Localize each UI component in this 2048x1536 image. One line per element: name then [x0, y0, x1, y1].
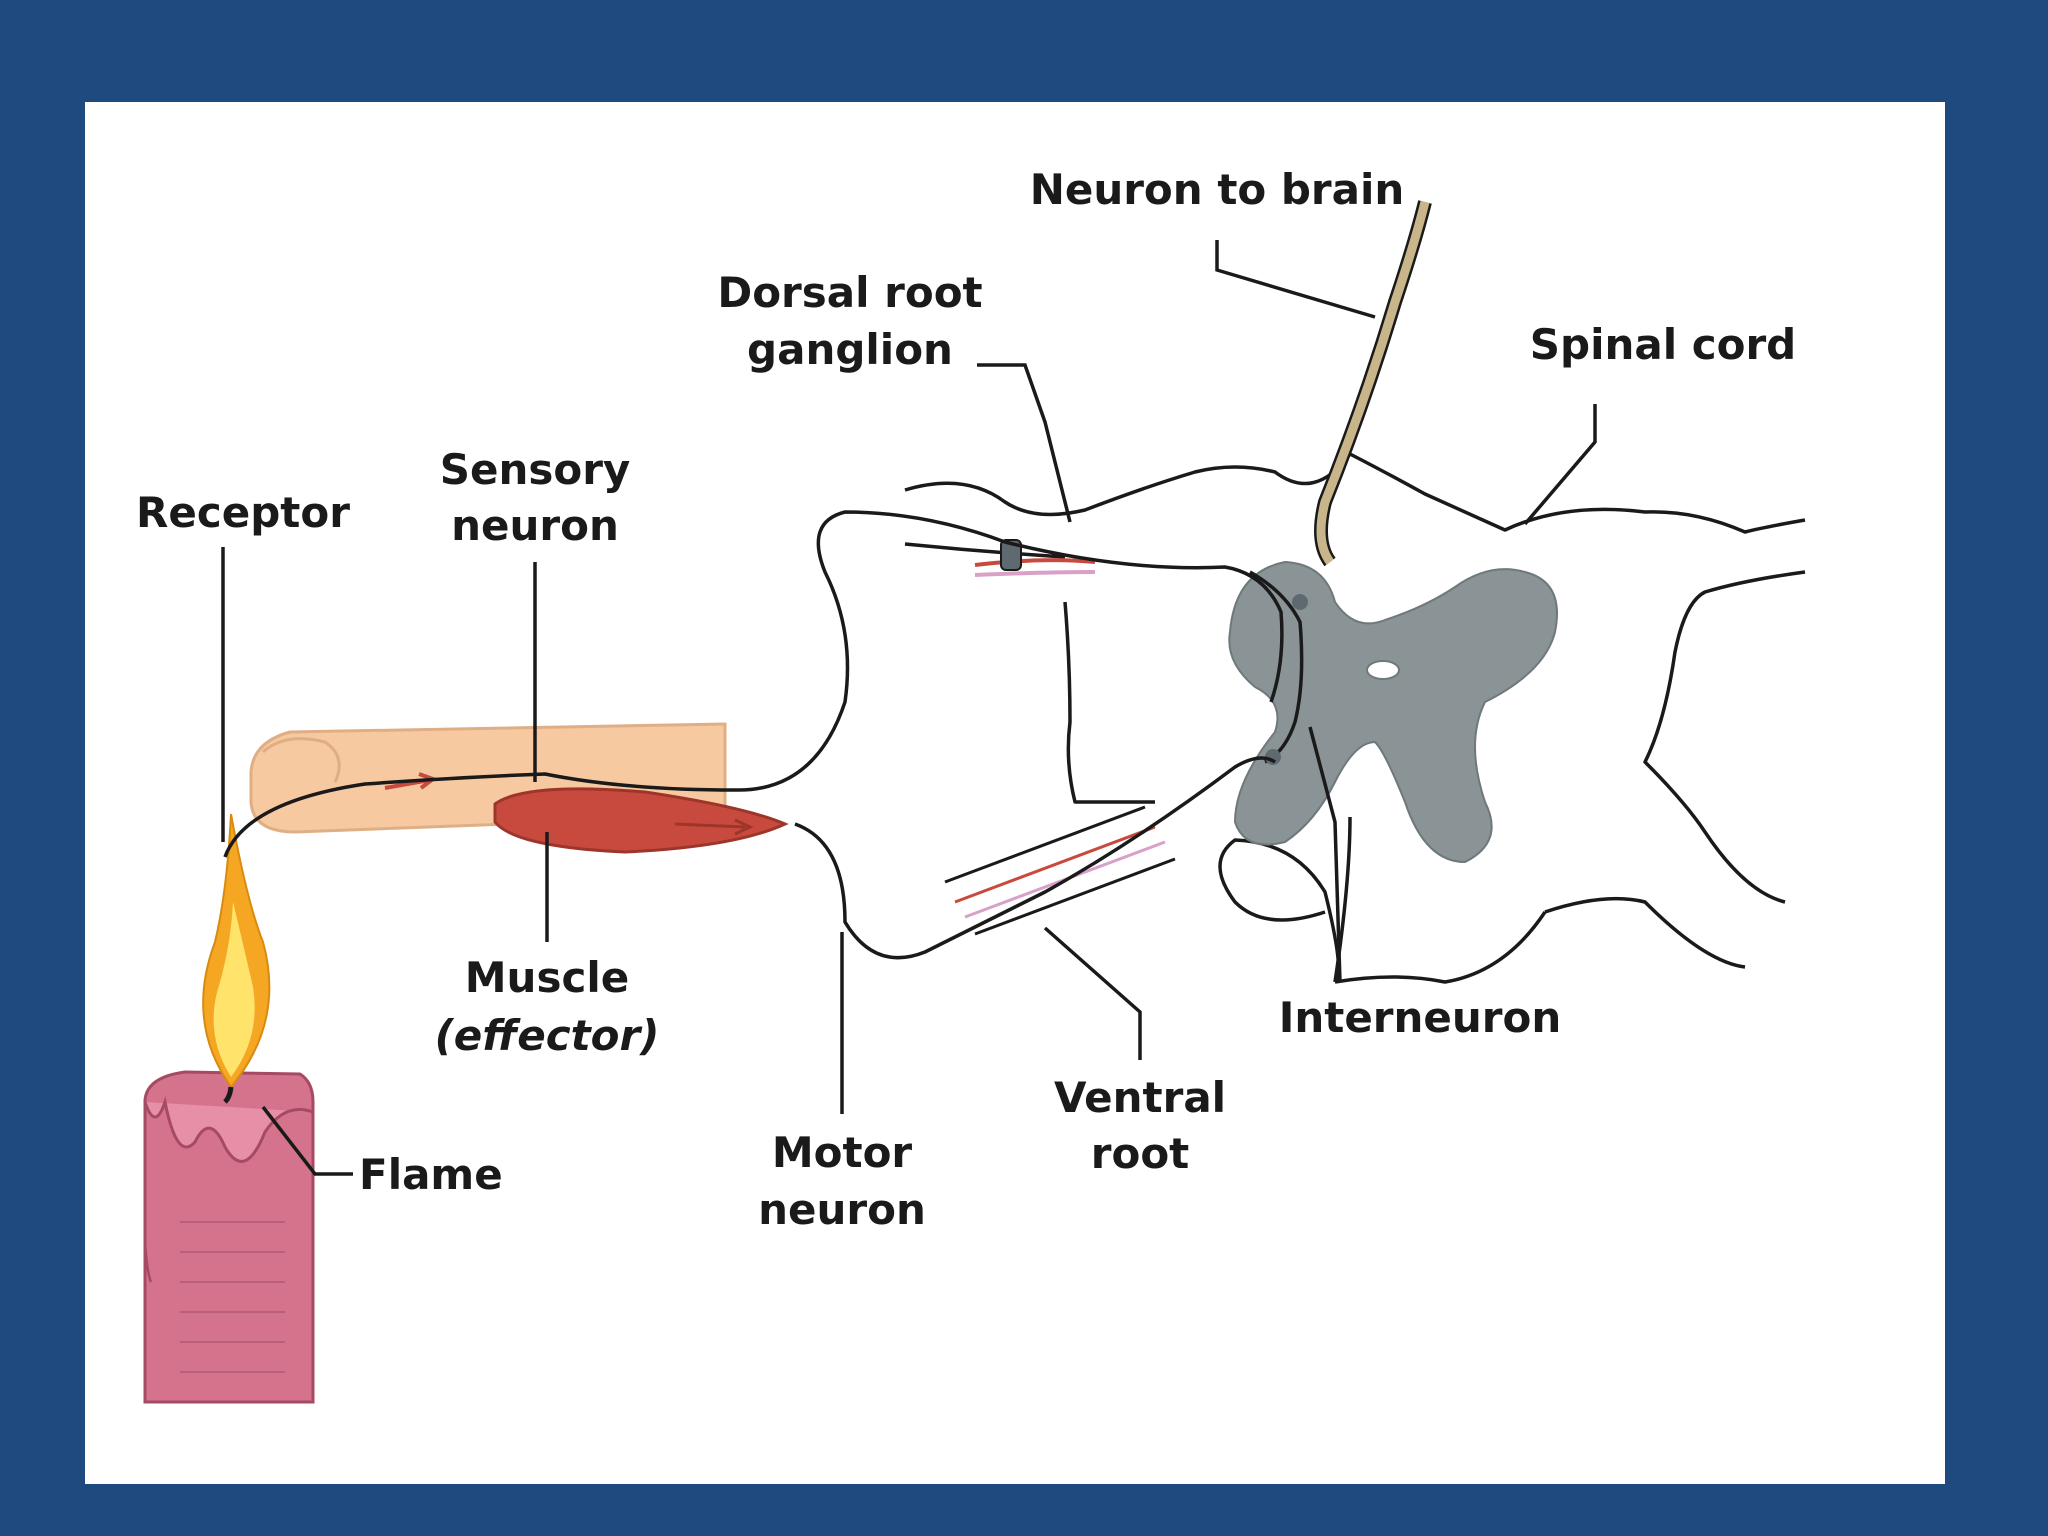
label-muscle-line1: Muscle — [465, 953, 629, 1002]
label-dorsal-root-line1: Dorsal root — [717, 268, 982, 317]
label-flame: Flame — [359, 1150, 503, 1199]
leader-ventral-root — [1043, 926, 1142, 1060]
motor-neuron-axon — [794, 756, 1276, 960]
leader-dorsal-root-ganglion — [977, 363, 1072, 523]
central-canal — [1366, 660, 1400, 680]
interneuron-path — [1249, 570, 1304, 764]
label-sensory-line2: neuron — [451, 501, 619, 550]
flame — [202, 813, 271, 1104]
label-muscle-line2: (effector) — [435, 1011, 660, 1060]
sensory-neuron-axon — [223, 510, 1284, 858]
muscle-arrow — [674, 818, 754, 836]
leader-flame — [261, 1105, 353, 1176]
label-sensory-line1: Sensory — [440, 445, 631, 494]
label-receptor: Receptor — [136, 488, 350, 537]
leader-neuron-to-brain — [1215, 240, 1376, 319]
label-spinal-cord: Spinal cord — [1530, 320, 1797, 369]
interneuron-synapse-2 — [1265, 749, 1281, 765]
label-neuron-to-brain: Neuron to brain — [1030, 165, 1405, 214]
ventral-root — [944, 805, 1176, 936]
dorsal-root — [974, 539, 1096, 577]
reflex-arc-diagram: Neuron to brain Dorsal root ganglion Spi… — [136, 165, 1806, 1404]
label-motor-line2: neuron — [758, 1185, 926, 1234]
gray-matter — [1228, 560, 1558, 864]
label-motor-line1: Motor — [772, 1128, 913, 1177]
candle — [143, 1070, 315, 1404]
label-ventral-line2: root — [1091, 1129, 1190, 1178]
label-dorsal-root-line2: ganglion — [747, 325, 953, 374]
interneuron-synapse-1 — [1292, 594, 1308, 610]
label-ventral-line1: Ventral — [1054, 1073, 1226, 1122]
leader-spinal-cord — [1523, 404, 1597, 526]
label-interneuron: Interneuron — [1279, 993, 1562, 1042]
diagram-frame: Neuron to brain Dorsal root ganglion Spi… — [85, 102, 1945, 1484]
nerve-to-brain — [1314, 200, 1432, 567]
leader-interneuron — [1308, 726, 1342, 983]
muscle-effector — [493, 787, 789, 854]
